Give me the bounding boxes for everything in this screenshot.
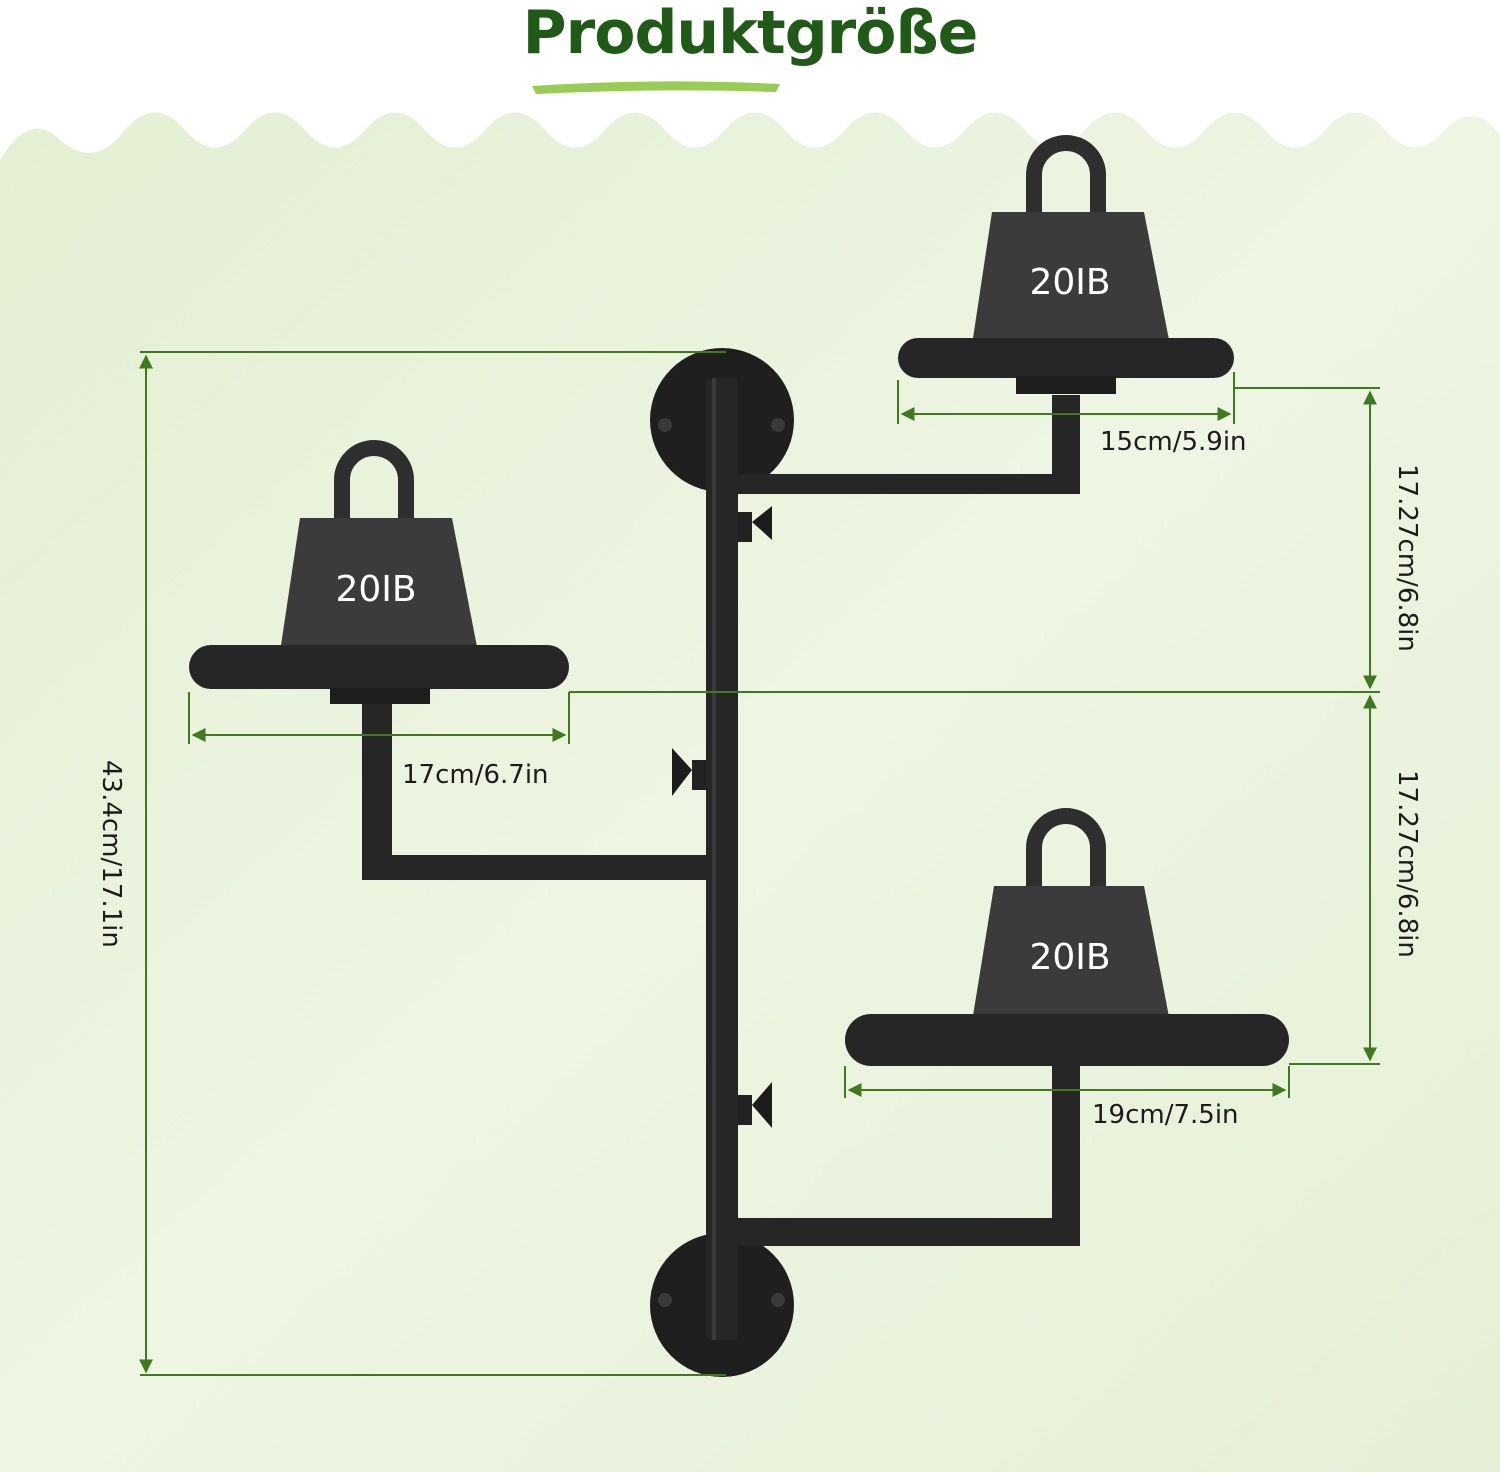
- weight-handle-icon: [1026, 808, 1106, 888]
- vertical-pole: [706, 378, 738, 1340]
- weight-icon: [972, 212, 1170, 345]
- weight-label: 20IB: [1029, 262, 1111, 303]
- lower-spacing-label: 17.27cm/6.8in: [1392, 770, 1422, 958]
- wing-nut: [672, 748, 706, 796]
- upper-spacing-label: 17.27cm/6.8in: [1392, 464, 1422, 652]
- page-title: Produktgröße: [522, 0, 979, 68]
- wall-rack: [362, 348, 1080, 1377]
- weight-handle-icon: [1026, 135, 1106, 215]
- shelf-plate: [189, 645, 569, 689]
- weight-icon: [972, 886, 1170, 1022]
- upper-width-label: 15cm/5.9in: [1100, 427, 1247, 457]
- total-height-label: 43.4cm/17.1in: [96, 760, 126, 948]
- lower-arm: [738, 1060, 1080, 1246]
- shelf-lower: [845, 808, 1289, 1066]
- dimension-lines: [139, 351, 1380, 1376]
- wing-nut: [738, 1082, 772, 1128]
- weight-label: 20IB: [1029, 937, 1111, 978]
- shelf-upper: [898, 135, 1234, 394]
- weight-label: 20IB: [335, 569, 417, 610]
- shelf-middle: [189, 440, 569, 704]
- shelf-plate: [845, 1014, 1289, 1066]
- wing-nut: [738, 506, 772, 542]
- lower-width-label: 19cm/7.5in: [1092, 1100, 1239, 1130]
- weight-handle-icon: [334, 440, 414, 520]
- middle-width-label: 17cm/6.7in: [402, 760, 549, 790]
- upper-arm: [738, 395, 1080, 494]
- title-underline: [532, 81, 780, 94]
- shelf-plate: [898, 338, 1234, 378]
- middle-arm: [362, 700, 706, 880]
- weight-icon: [280, 518, 478, 652]
